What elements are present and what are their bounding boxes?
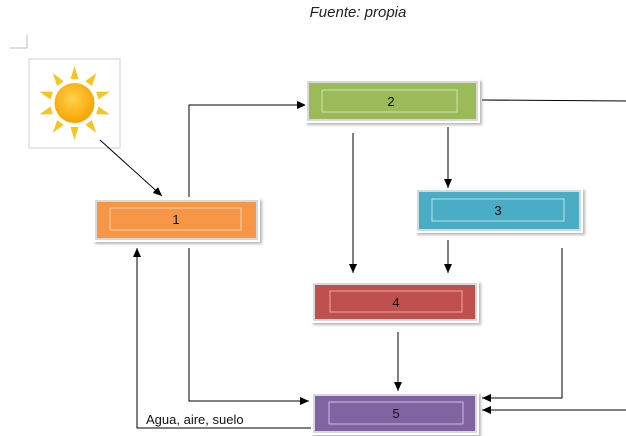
box-3-fill <box>419 192 579 229</box>
box-2-fill <box>309 83 476 119</box>
arrow-3-to-5 <box>482 248 563 402</box>
corner-mark <box>10 35 28 49</box>
box-4: 4 <box>311 281 479 323</box>
line-2-right <box>481 99 626 102</box>
box-5-label: 5 <box>392 406 399 421</box>
arrow-1-to-2 <box>188 101 306 197</box>
box-3-label: 3 <box>494 203 501 218</box>
edge-label-agua-aire-suelo: Agua, aire, suelo <box>146 412 244 427</box>
figure-caption: Fuente: propia <box>309 4 407 21</box>
arrow-sun-to-1 <box>99 139 163 197</box>
box-4-label: 4 <box>392 295 399 310</box>
box-3: 3 <box>415 188 583 233</box>
box-1: 1 <box>93 198 260 242</box>
box-5: 5 <box>311 392 479 435</box>
arrow-1-to-5 <box>188 248 309 405</box>
box-1-label: 1 <box>172 212 179 227</box>
box-2: 2 <box>305 79 480 123</box>
arrow-5-to-1 <box>133 248 311 429</box>
sun-icon <box>28 58 121 149</box>
box-2-label: 2 <box>387 94 394 109</box>
connectors <box>99 99 626 429</box>
